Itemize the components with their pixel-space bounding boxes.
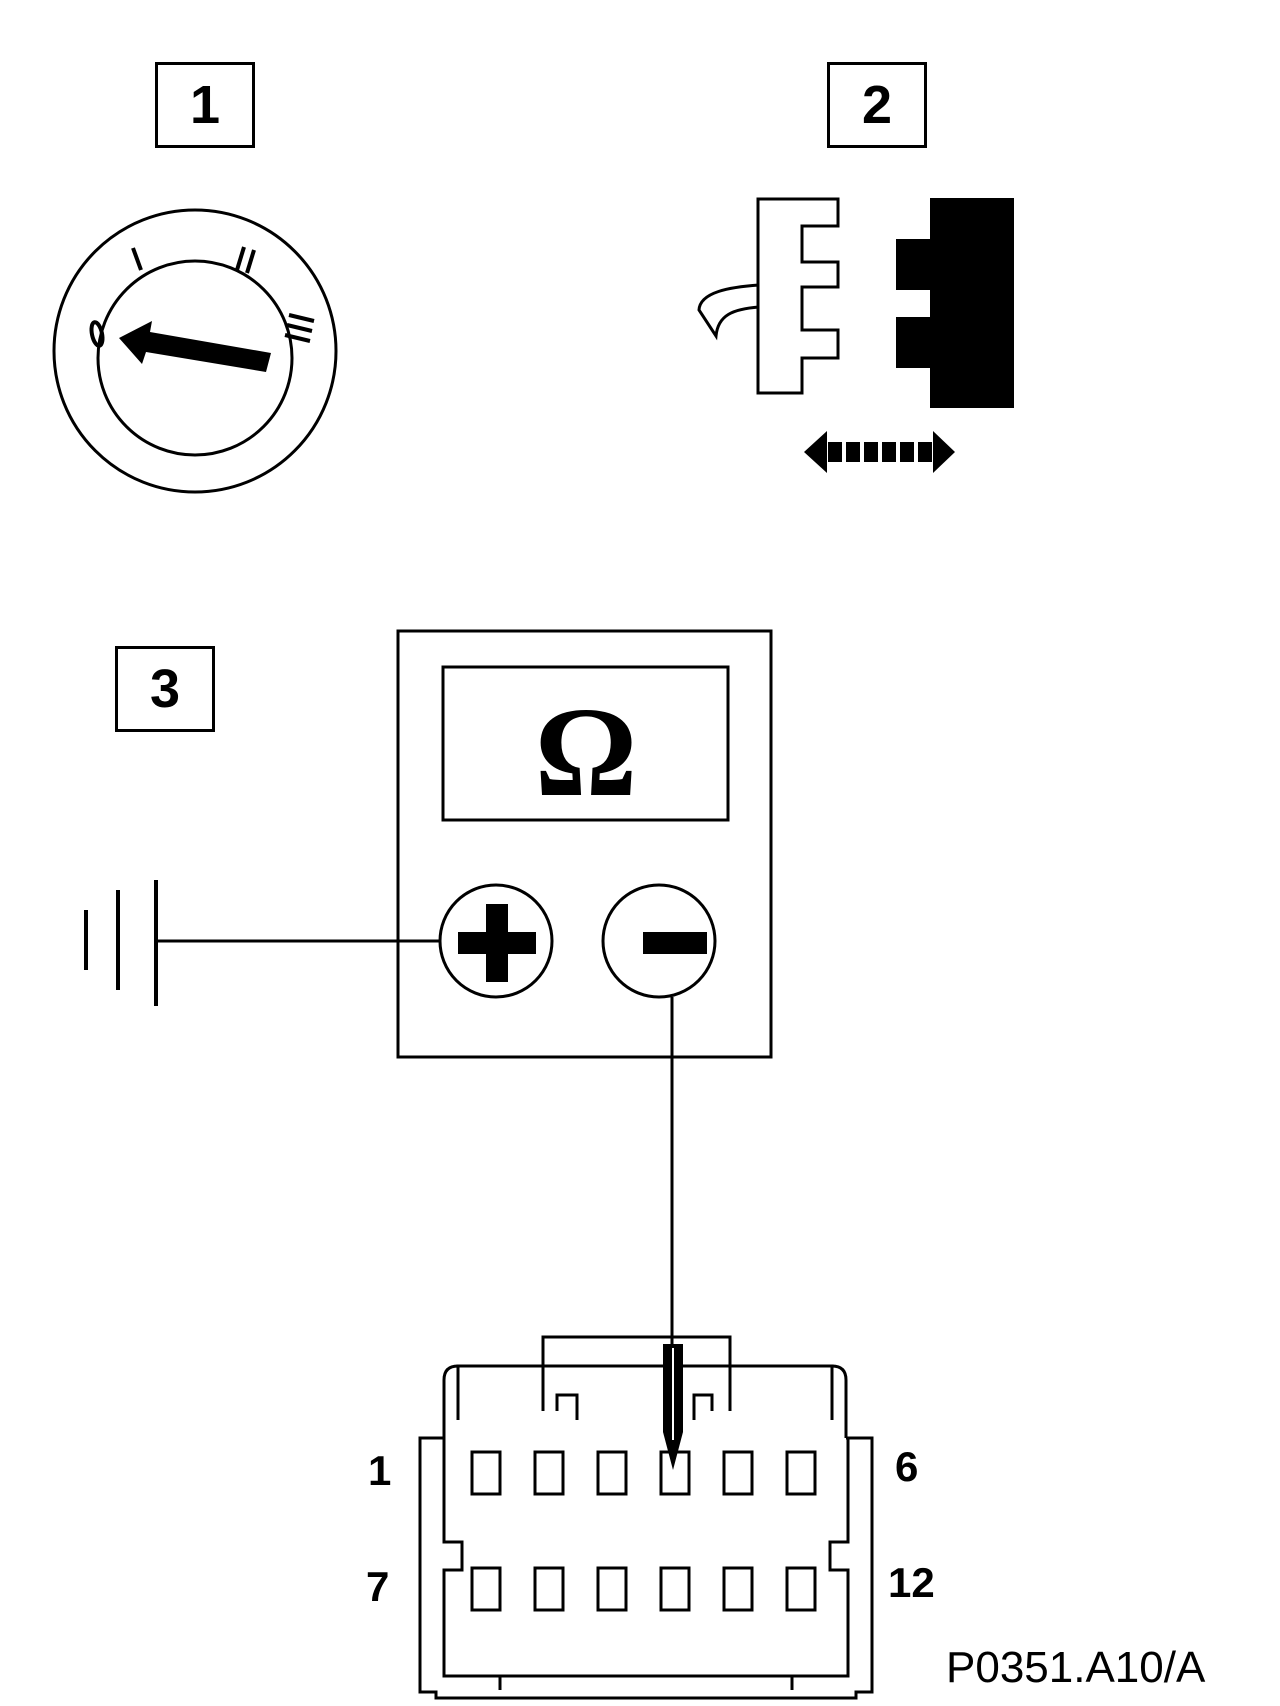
pin-label-7: 7 [366,1563,390,1610]
ground-icon [84,880,158,1006]
double-arrow-icon [804,431,955,473]
plus-sign-v [486,904,508,982]
pin-3 [596,1450,628,1496]
step-1-box: 1 [155,62,255,148]
step-2-box: 2 [827,62,927,148]
pin-label-1: 1 [368,1447,392,1494]
ignition-switch-icon [52,208,338,494]
ohm-symbol: Ω [535,681,638,823]
connector-icon [418,1335,874,1700]
pin-row-bottom [470,1566,817,1612]
key-arrow-icon [119,321,271,372]
position-II-mark [235,246,256,274]
reference-code: P0351.A10/A [946,1643,1206,1692]
pin-8 [533,1566,565,1612]
step-1-label: 1 [189,75,221,135]
pin-12 [785,1566,817,1612]
connector-disconnect-icon [697,197,1014,408]
pin-2 [533,1450,565,1496]
minus-sign [643,932,707,954]
pin-6 [785,1450,817,1496]
position-0-mark [89,320,105,348]
step-3-label: 3 [149,659,181,719]
step-2-label: 2 [861,75,893,135]
pin-label-12: 12 [888,1559,935,1606]
pin-11 [722,1566,754,1612]
position-I-mark [131,247,143,271]
pin-9 [596,1566,628,1612]
pin-5 [722,1450,754,1496]
multimeter-icon [396,629,773,1059]
pin-1 [470,1450,502,1496]
pin-label-6: 6 [895,1443,919,1490]
pin-10 [659,1566,691,1612]
position-III-mark [284,313,315,343]
pin-row-top [470,1450,817,1496]
step-3-box: 3 [115,646,215,732]
probe-tip-icon [663,1344,683,1470]
pin-7 [470,1566,502,1612]
